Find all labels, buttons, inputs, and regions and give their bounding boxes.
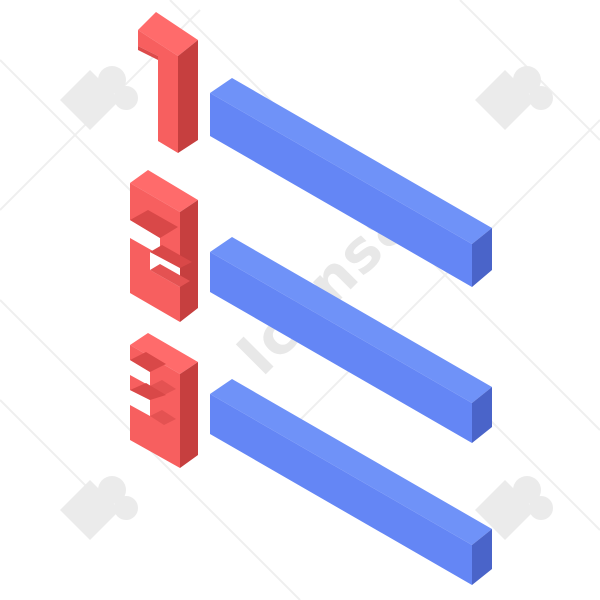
icons8-logo-icon <box>60 66 138 130</box>
list-bar-2 <box>210 237 492 443</box>
icons8-logo-icon <box>60 476 138 540</box>
numeral-2 <box>130 170 198 322</box>
numeral-3 <box>130 333 198 468</box>
icons8-logo-icon <box>475 66 553 130</box>
list-bar-1 <box>210 78 492 287</box>
icons8-logo-icon <box>475 476 553 540</box>
numeral-1 <box>138 12 198 153</box>
list-bar-3 <box>210 379 492 585</box>
